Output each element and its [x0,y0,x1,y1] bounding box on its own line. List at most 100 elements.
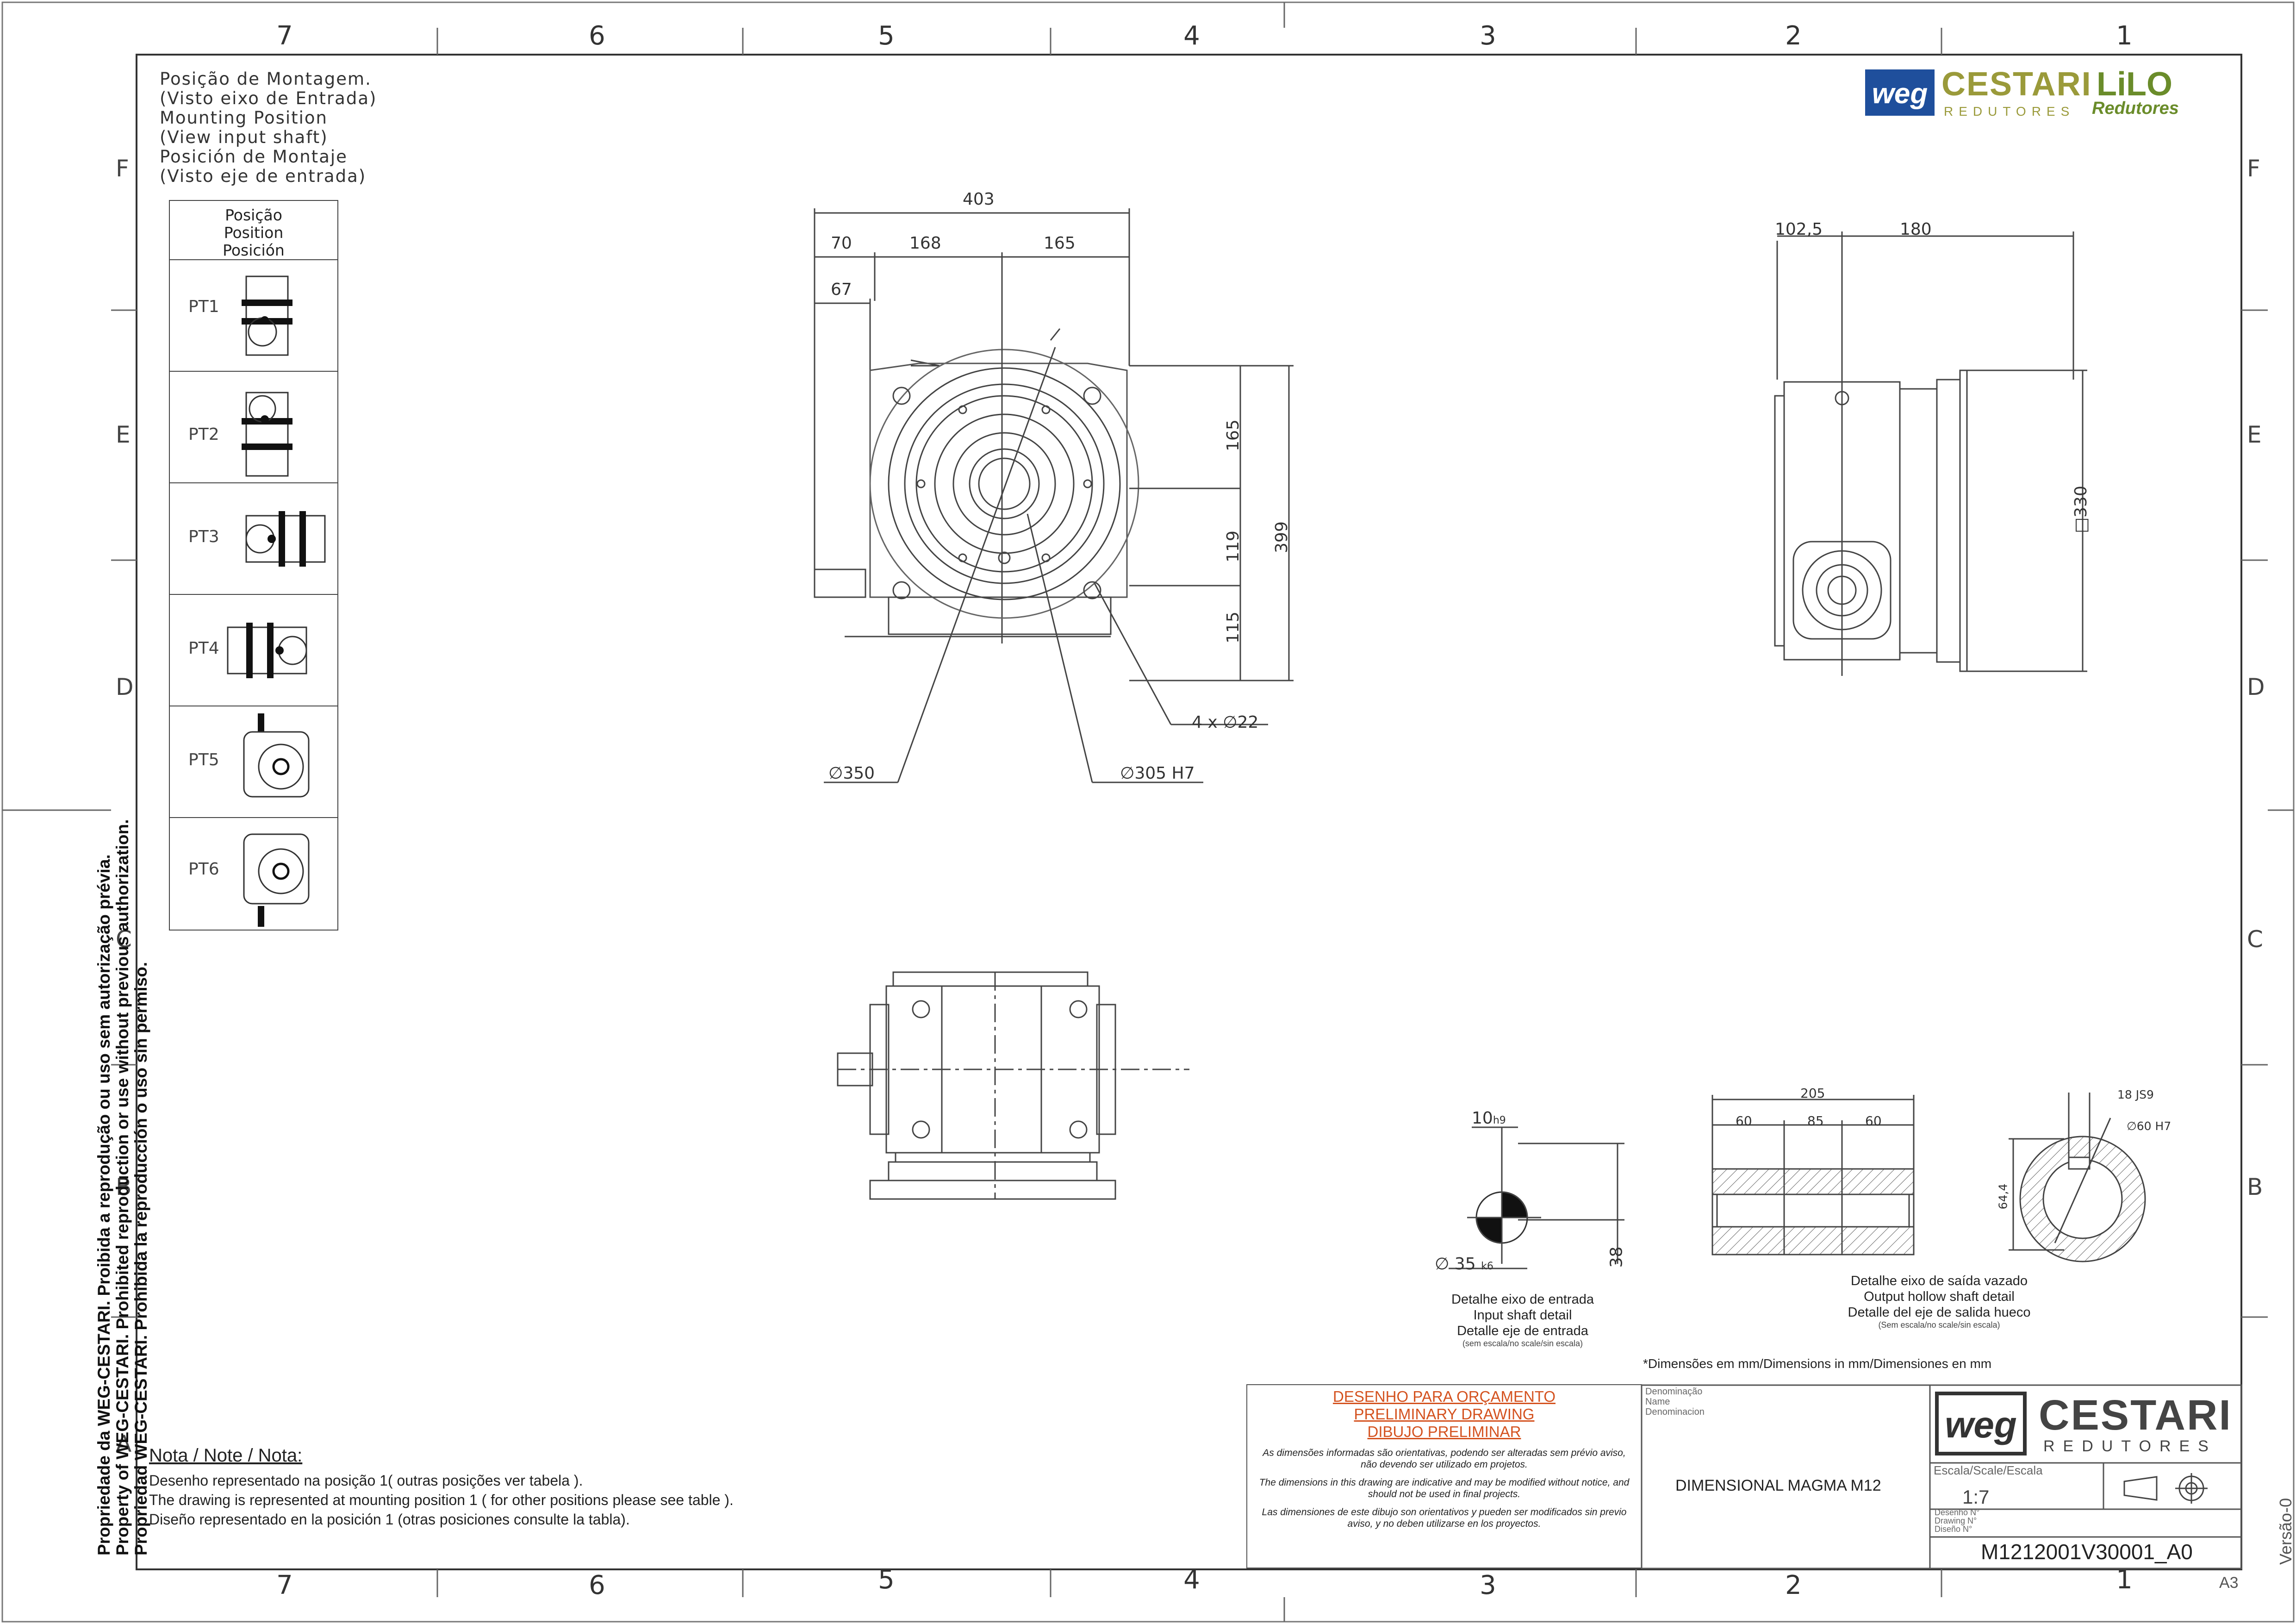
mounting-row-pt6: PT6 [170,818,337,930]
version-label: Versão-0 [2276,1498,2295,1565]
preliminary-title-es: DIBUJO PRELIMINAR [1367,1423,1521,1440]
dim-180: 180 [1900,220,1932,239]
sheet-size: A3 [2219,1574,2239,1592]
zone-row-F-right: F [2247,155,2260,182]
mounting-row-pt5: PT5 [170,706,337,818]
output-depth-dim: 64,4 [1996,1183,2010,1210]
caption-line: Detalle del eje de salida hueco [1848,1305,2031,1320]
dim-70: 70 [831,234,852,253]
brand-sub: REDUTORES [1944,104,2075,119]
mounting-position-table: Posição Position Posición PT1 PT2 PT3 [169,200,338,931]
preliminary-title-en: PRELIMINARY DRAWING [1354,1405,1535,1423]
title-block-logo: weg CESTARI REDUTORES [1935,1391,2240,1461]
mounting-title-line: (Visto eje de entrada) [160,166,367,186]
denomination-label: Name [1645,1397,1670,1407]
zone-col-2-bottom: 2 [1785,1570,1802,1600]
output-bore-dim: ∅60 H7 [2127,1119,2172,1133]
zone-row-B-right: B [2247,1174,2263,1200]
pt5-icon [243,713,310,798]
caption-line: Detalle eje de entrada [1457,1324,1588,1338]
dim-d350: ∅350 [828,764,875,783]
dim-168: 168 [909,234,941,253]
note-line-pt: Desenho representado na posição 1( outra… [149,1472,583,1489]
zone-col-7-bottom: 7 [276,1570,293,1600]
svg-text:weg: weg [1945,1404,2017,1445]
denomination-label: Denominacion [1645,1407,1705,1417]
output-dim-a: 60 [1736,1113,1752,1129]
preliminary-drawing-box: DESENHO PARA ORÇAMENTO PRELIMINARY DRAWI… [1246,1384,1642,1568]
mounting-title-line: Mounting Position [160,108,328,128]
scale-label: Escala/Scale/Escala [1934,1463,2043,1477]
lilo-sub: Redutores [2092,99,2179,118]
pt3-icon [245,511,326,567]
dim-119: 119 [1223,531,1243,562]
note-title: Nota / Note / Nota: [149,1445,303,1466]
zone-row-C-right: C [2247,926,2263,953]
dim-square-330: □330 [2071,486,2091,533]
property-line: Propriedad WEG-CESTARI. Prohibida la rep… [131,962,150,1555]
mounting-row-pt3: PT3 [170,483,337,595]
input-detail-caption: Detalhe eixo de entrada Input shaft deta… [1425,1292,1620,1348]
mounting-table-header: Posição Position Posición [170,201,337,260]
dim-399: 399 [1272,521,1291,553]
caption-line: Output hollow shaft detail [1864,1289,2015,1304]
mounting-row-pt1: PT1 [170,260,337,372]
zone-row-E-right: E [2247,421,2262,448]
denomination-labels: Denominação Name Denominacion [1645,1387,1705,1417]
front-view-drawing [814,208,1294,783]
zone-row-B: B [116,1174,132,1200]
position-label: PT4 [188,639,219,658]
zone-row-D: D [116,674,134,700]
dim-165-top: 165 [1044,234,1076,253]
zone-col-1: 1 [2116,21,2133,51]
zone-row-C: C [116,926,132,953]
position-label: PT5 [188,750,219,769]
scale-value: 1:7 [1962,1486,1990,1508]
mounting-row-pt4: PT4 [170,595,337,706]
dim-165-vertical: 165 [1223,419,1243,451]
lilo-name: LiLO [2097,66,2172,103]
pt1-icon [242,275,292,356]
zone-col-7: 7 [276,21,293,51]
dim-holes: 4 x ∅22 [1192,713,1259,732]
zone-col-6: 6 [589,21,605,51]
dim-overall-width: 403 [963,190,995,209]
preliminary-text-en: The dimensions in this drawing are indic… [1259,1477,1630,1499]
output-shaft-section-drawing [1711,1095,1915,1255]
zone-col-6-bottom: 6 [589,1570,605,1600]
input-key-dim: 10h9 [1472,1109,1506,1128]
position-label: PT3 [188,527,219,546]
projection-symbol-icon [2123,1473,2208,1504]
mounting-title-line: (Visto eixo de Entrada) [160,88,377,108]
caption-line: Detalhe eixo de saída vazado [1850,1274,2028,1288]
zone-row-F: F [116,155,129,182]
mounting-title-line: (View input shaft) [160,127,328,147]
drawing-number-label: Desenho N° [1935,1508,1980,1517]
preliminary-text-pt: As dimensões informadas são orientativas… [1263,1448,1626,1470]
zone-col-2: 2 [1785,21,1802,51]
zone-row-A: A [116,1430,132,1457]
drawing-number-label: Drawing N° [1935,1516,1977,1525]
drawing-name: DIMENSIONAL MAGMA M12 [1675,1477,1881,1494]
input-height-dim: 38 [1607,1246,1626,1268]
drawing-number-labels: Desenho N° Drawing N° Diseño N° [1935,1508,1979,1533]
property-line: Propriedade da WEG-CESTARI. Proibida a r… [94,854,113,1555]
top-view-drawing [837,971,1189,1200]
weg-logo-icon: weg [1935,1392,2027,1455]
brand-name: CESTARI [1941,66,2092,103]
zone-col-1-bottom: 1 [2116,1565,2133,1595]
mounting-title-line: Posición de Montaje [160,147,348,167]
property-notice: Propriedade da WEG-CESTARI. Proibida a r… [94,819,150,1555]
input-key-value: 10 [1472,1109,1493,1128]
mounting-row-pt2: PT2 [170,372,337,483]
weg-logo-icon: weg [1865,69,1935,116]
svg-text:weg: weg [1872,78,1928,110]
zone-col-3: 3 [1480,21,1496,51]
caption-line: Input shaft detail [1473,1308,1572,1323]
dim-115: 115 [1223,612,1243,643]
output-detail-caption: Detalhe eixo de saída vazado Output holl… [1805,1273,2073,1330]
caption-sub: (Sem escala/no scale/sin escala) [1878,1320,2000,1330]
pt4-icon [227,623,307,678]
